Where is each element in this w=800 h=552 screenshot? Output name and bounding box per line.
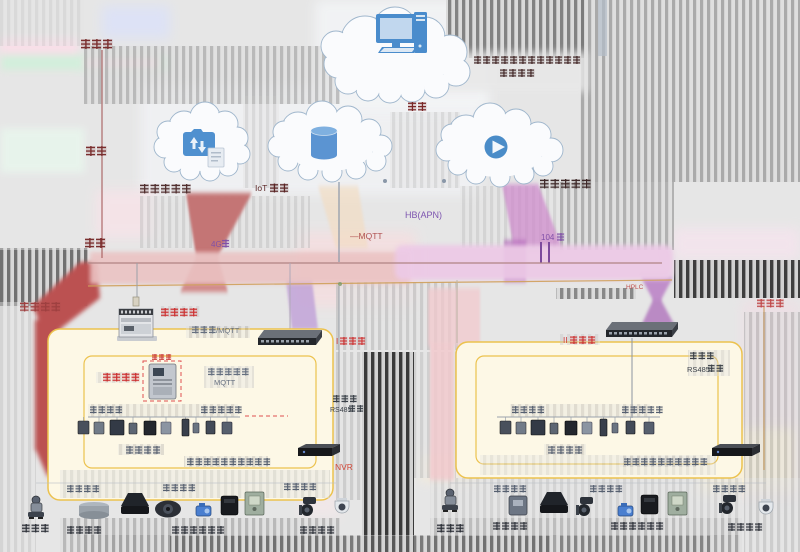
svg-text:4G: 4G (211, 240, 222, 249)
svg-text:II: II (563, 336, 567, 345)
svg-text:—MQTT: —MQTT (350, 231, 383, 241)
svg-text:IoT: IoT (255, 183, 267, 193)
svg-text:HB(APN): HB(APN) (405, 210, 442, 220)
svg-text:RS485: RS485 (687, 365, 710, 374)
svg-text:RS485: RS485 (330, 407, 352, 414)
svg-text:104: 104 (541, 233, 555, 242)
svg-text:NVR: NVR (335, 462, 353, 472)
svg-text:/MQTT: /MQTT (216, 326, 240, 335)
svg-text:I: I (336, 337, 338, 346)
svg-text:HPLC: HPLC (626, 284, 644, 291)
svg-text:MQTT: MQTT (214, 378, 236, 387)
